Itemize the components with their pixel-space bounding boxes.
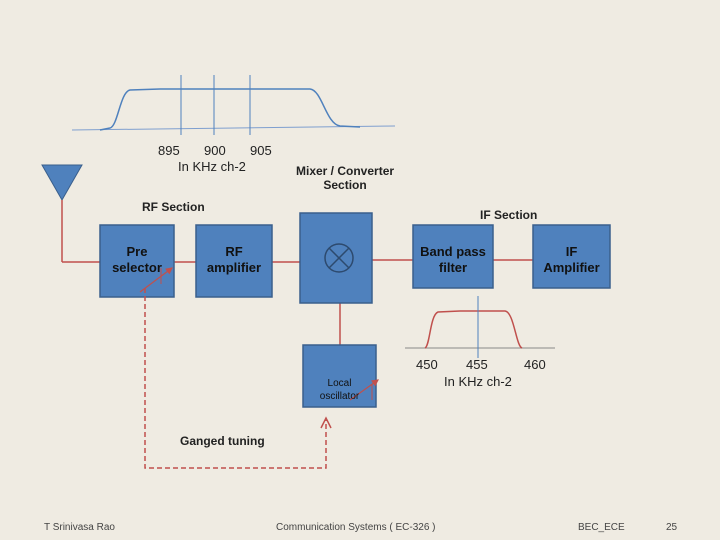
if-amplifier-block [532,224,611,289]
footer-page-number: 25 [666,522,678,533]
if-freq-455: 455 [466,357,488,372]
rf-freq-unit: In KHz ch-2 [178,159,246,174]
rf-freq-895: 895 [158,143,180,158]
rf-freq-900: 900 [204,143,226,158]
rf-spectrum-plot [71,75,396,135]
local-oscillator-label: Local oscillator [319,378,360,402]
ganged-tuning-label: Ganged tuning [180,434,265,448]
mixer-symbol-icon [324,243,354,273]
if-freq-460: 460 [524,357,546,372]
rf-amplifier-label: RF amplifier [206,244,262,275]
pre-selector-label: Pre selector [112,244,162,275]
band-pass-filter-block [412,224,494,289]
rf-spectrum-curve [99,88,361,131]
rf-section-label: RF Section [142,200,205,214]
mixer-section-label: Mixer / Converter Section [296,164,395,192]
ganged-tuning-link [144,288,327,469]
if-freq-450: 450 [416,357,438,372]
lo-tuning-arrow-icon [349,379,379,401]
if-amplifier-label: IF Amplifier [543,244,600,275]
rf-freq-905: 905 [250,143,272,158]
antenna-icon [41,164,83,202]
footer-course: Communication Systems ( EC-326 ) [276,522,436,533]
antenna [41,164,100,263]
pre-selector-block [99,224,175,298]
footer-dept: BEC_ECE [578,522,625,533]
band-pass-filter-label: Band pass filter [420,244,486,275]
if-freq-unit: In KHz ch-2 [444,374,512,389]
if-spectrum-curve [424,310,523,349]
if-section-label: IF Section [480,208,538,222]
local-oscillator-block [302,344,377,408]
footer-author: T Srinivasa Rao [44,522,115,533]
rf-amplifier-block [195,224,273,298]
if-spectrum-plot [405,296,555,358]
